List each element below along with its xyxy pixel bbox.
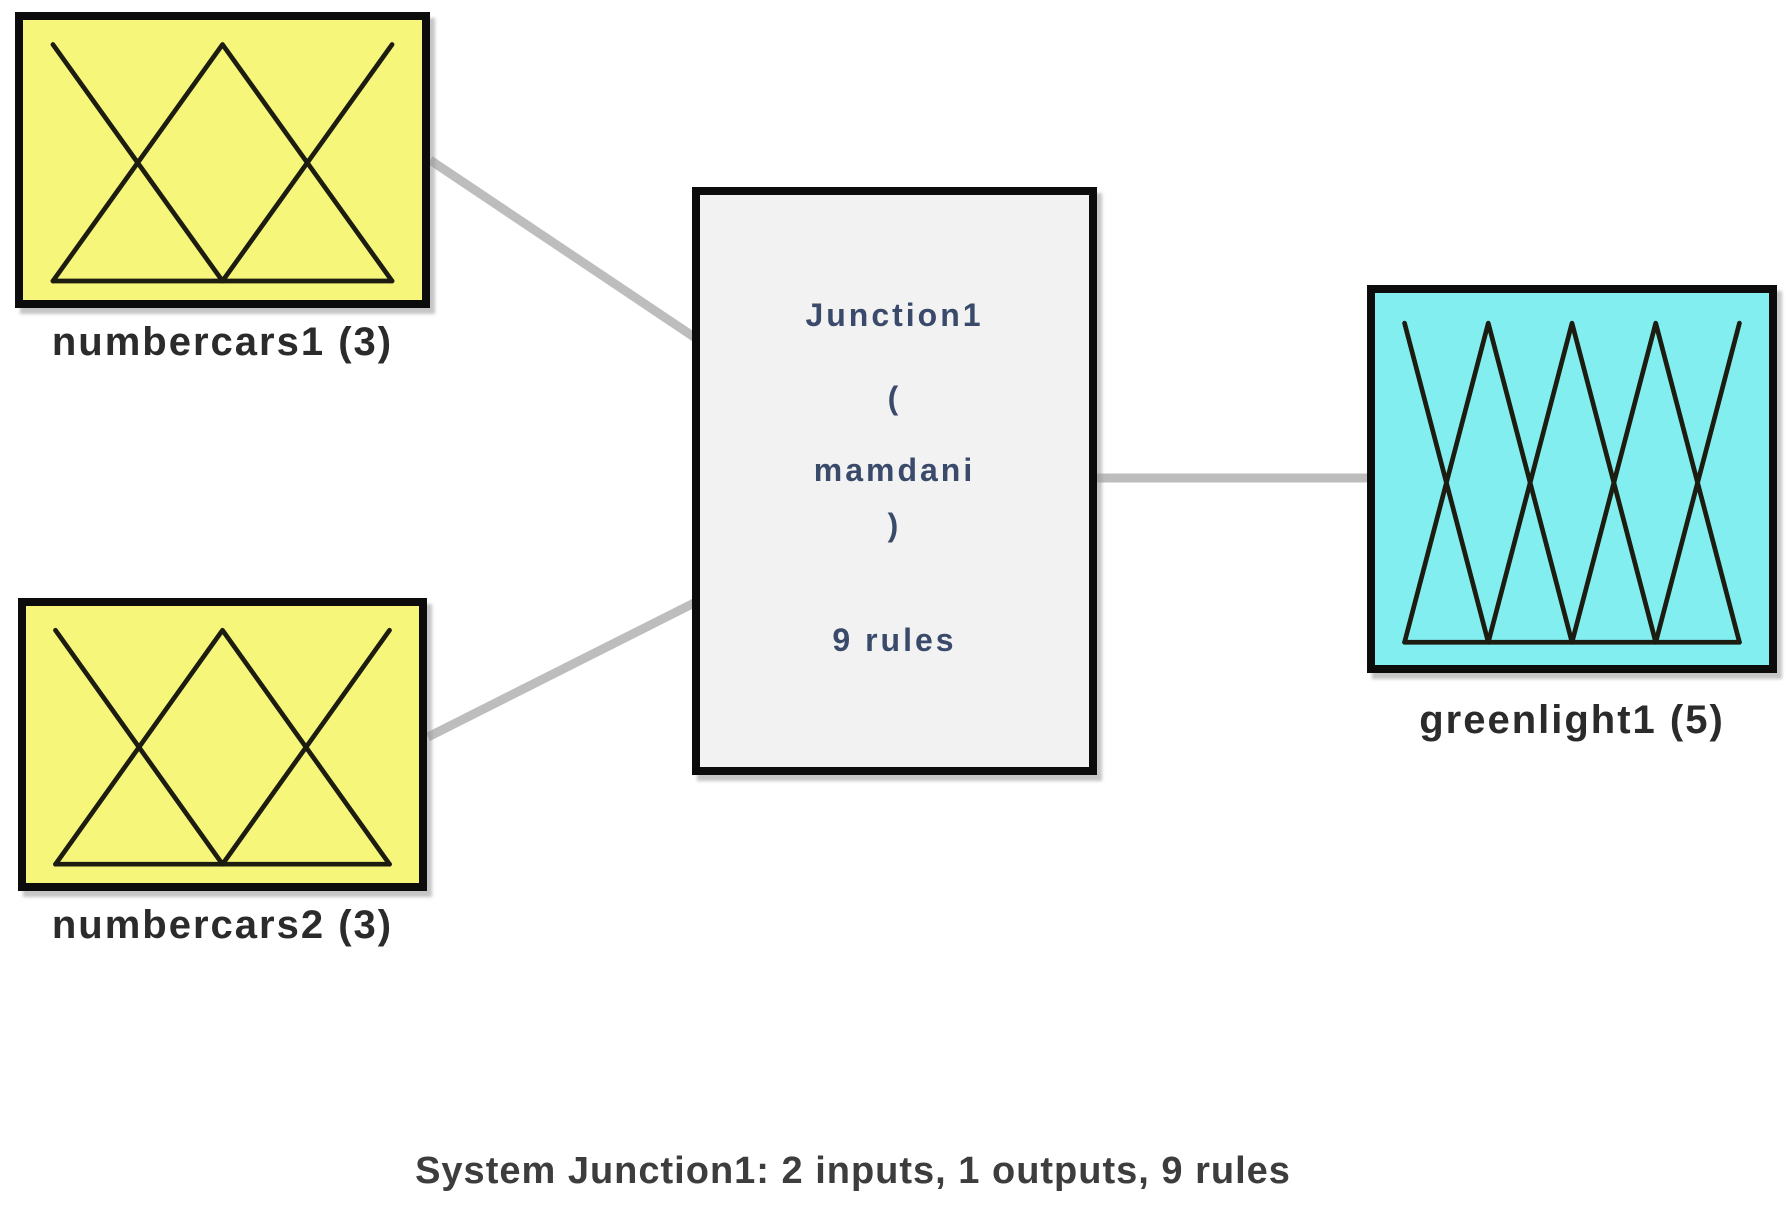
system-status-text: System Junction1: 2 inputs, 1 outputs, 9… [415,1150,1291,1192]
rule-count-text: 9 rules [832,622,957,658]
output-variable-label-greenlight1: greenlight1 (5) [1419,698,1725,742]
membership-functions-plot-numbercars1 [50,42,395,284]
membership-functions-plot-numbercars2 [53,627,392,867]
system-name-text: Junction1 [805,297,984,333]
paren-close-text: ) [887,507,902,543]
input-variable-box-numbercars2[interactable] [18,598,427,891]
membership-functions-plot-greenlight1 [1402,320,1742,645]
inference-system-box-junction1[interactable]: Junction1 ( mamdani ) 9 rules [692,187,1097,775]
inference-type-text: mamdani [813,452,976,488]
input-variable-box-numbercars1[interactable] [15,12,430,308]
paren-open-text: ( [887,380,902,416]
input-variable-label-numbercars1: numbercars1 (3) [51,320,394,364]
output-variable-box-greenlight1[interactable] [1367,285,1777,673]
input-variable-label-numbercars2: numbercars2 (3) [51,903,394,947]
